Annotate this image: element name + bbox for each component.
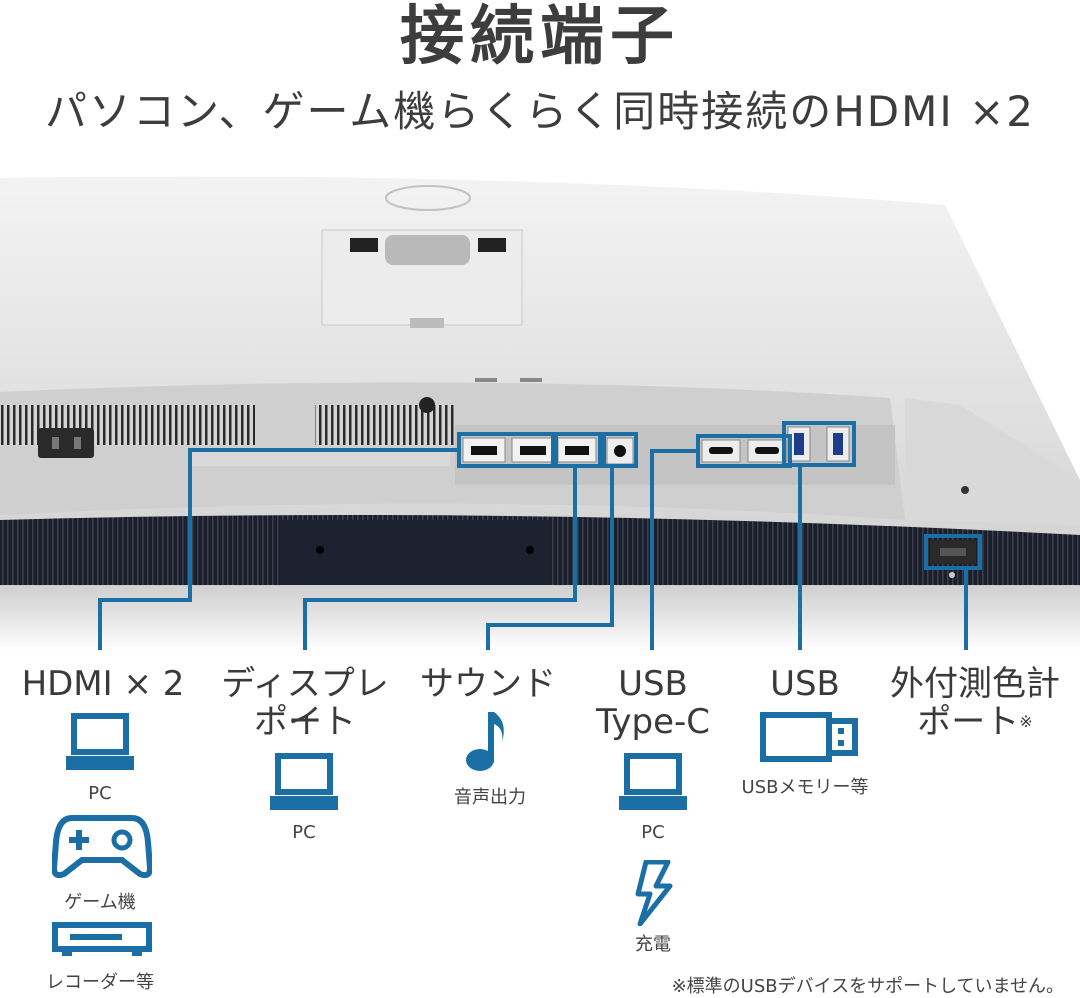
hdmi-game-label: ゲーム機 — [64, 892, 136, 913]
laptop-icon — [617, 752, 689, 814]
hdmi-pc-label: PC — [88, 783, 112, 804]
displayport-label-line1: ディスプレイ — [221, 664, 389, 742]
footnote: ※標準のUSBデバイスをサポートしていません。 — [671, 976, 1064, 997]
hdmi-port-label: HDMI × 2 — [21, 664, 185, 704]
usb-port-label: USB — [770, 664, 840, 704]
laptop-icon — [268, 752, 340, 814]
usb-memory-label: USBメモリー等 — [741, 777, 869, 798]
usbc-label-line1: USB — [618, 664, 688, 704]
displayport-pc-label: PC — [292, 822, 316, 843]
hdmi-recorder-label: レコーダー等 — [46, 972, 154, 993]
usbc-charge-label: 充電 — [635, 934, 671, 955]
laptop-icon — [64, 712, 136, 774]
sound-output-label: 音声出力 — [454, 787, 526, 808]
monitor-back-photo — [0, 176, 1080, 650]
callout-lines — [98, 421, 982, 650]
displayport-label-line2: ポート — [254, 702, 356, 742]
sound-port-label: サウンド — [420, 664, 556, 704]
footnote-mark: ※ — [1019, 712, 1033, 731]
colorimeter-port-text: ポート — [917, 702, 1020, 742]
page-subtitle: パソコン、ゲーム機らくらく同時接続のHDMI ×2 — [44, 87, 1036, 136]
page-title: 接続端子 — [400, 0, 680, 74]
recorder-icon — [52, 922, 152, 958]
music-note-icon — [464, 708, 514, 774]
usb-drive-icon — [760, 712, 860, 762]
colorimeter-label-line1: 外付測色計 — [890, 664, 1060, 704]
gamepad-icon — [52, 812, 152, 880]
lightning-icon — [632, 860, 676, 926]
colorimeter-label-line2: ポート※ — [880, 703, 1070, 741]
usbc-pc-label: PC — [641, 822, 665, 843]
usbc-label-line2: Type-C — [595, 702, 711, 742]
